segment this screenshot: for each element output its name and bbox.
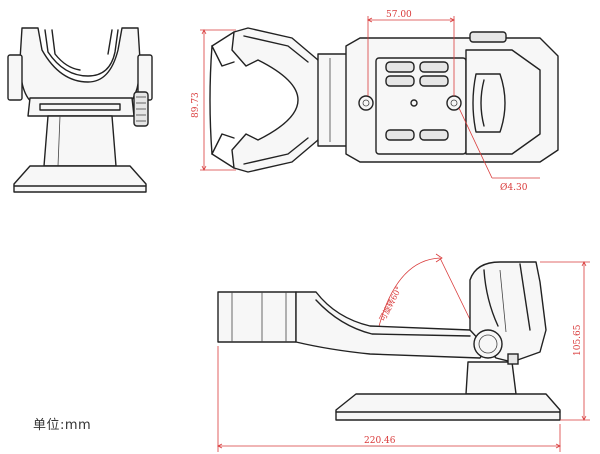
side-view: 可旋转60° 105.65 220.46 [217, 253, 590, 452]
dim-overall-length: 220.46 [364, 436, 396, 446]
dim-rotation: 可旋转60° [377, 285, 404, 323]
dim-height-left: 89.73 [191, 92, 201, 118]
top-view: 57.00 89.73 Ø4.30 [191, 10, 559, 193]
dim-side-height: 105.65 [573, 324, 583, 356]
dim-hole-diameter: Ø4.30 [500, 182, 528, 193]
unit-label: 单位:mm [33, 418, 92, 433]
front-view [7, 27, 153, 193]
dim-top-width: 57.00 [386, 10, 412, 20]
